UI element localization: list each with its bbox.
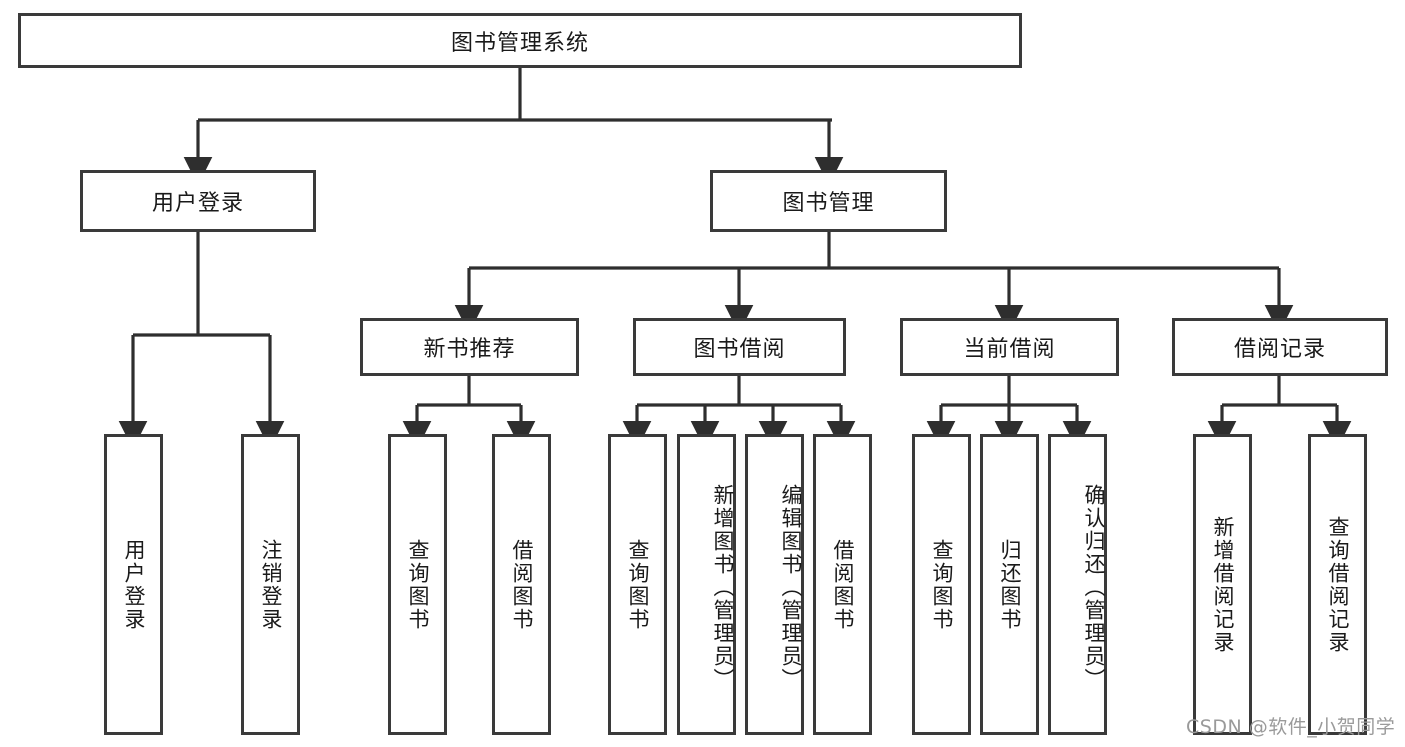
- leaf-borrow-record-query-record[interactable]: 查询借阅记录: [1308, 434, 1367, 735]
- node-label: 图书管理系统: [450, 30, 589, 56]
- node-label: 借阅图书: [831, 538, 855, 631]
- node-label: 确认归还（管理员）: [1082, 484, 1106, 691]
- node-label: 图书借阅: [693, 337, 786, 362]
- node-label: 查询借阅记录: [1326, 515, 1350, 654]
- node-book-management[interactable]: 图书管理: [710, 170, 947, 232]
- node-label: 归还图书: [998, 538, 1022, 631]
- leaf-new-book-query-book[interactable]: 查询图书: [388, 434, 447, 735]
- node-label: 查询图书: [626, 538, 650, 631]
- node-current-borrow[interactable]: 当前借阅: [900, 318, 1119, 376]
- leaf-book-borrow-edit-book-admin[interactable]: 编辑图书（管理员）: [745, 434, 804, 735]
- node-label: 新增图书（管理员）: [711, 484, 735, 691]
- leaf-user-login-logout[interactable]: 注销登录: [241, 434, 300, 735]
- node-user-login[interactable]: 用户登录: [80, 170, 316, 232]
- node-label: 借阅记录: [1233, 337, 1326, 362]
- watermark-csdn: CSDN @软件_小贺同学: [1186, 716, 1396, 738]
- node-label: 注销登录: [259, 538, 283, 631]
- node-label: 编辑图书（管理员）: [779, 484, 803, 691]
- node-label: 用户登录: [122, 538, 146, 631]
- node-label: 当前借阅: [963, 337, 1056, 362]
- node-root-book-management-system[interactable]: 图书管理系统: [18, 13, 1022, 68]
- node-label: 新增借阅记录: [1211, 515, 1235, 654]
- leaf-book-borrow-add-book-admin[interactable]: 新增图书（管理员）: [677, 434, 736, 735]
- leaf-user-login-login[interactable]: 用户登录: [104, 434, 163, 735]
- leaf-current-borrow-query-book[interactable]: 查询图书: [912, 434, 971, 735]
- leaf-book-borrow-borrow-book[interactable]: 借阅图书: [813, 434, 872, 735]
- node-borrow-record[interactable]: 借阅记录: [1172, 318, 1388, 376]
- node-label: 查询图书: [406, 538, 430, 631]
- leaf-new-book-borrow-book[interactable]: 借阅图书: [492, 434, 551, 735]
- node-book-borrow[interactable]: 图书借阅: [633, 318, 846, 376]
- leaf-book-borrow-query-book[interactable]: 查询图书: [608, 434, 667, 735]
- node-label: 用户登录: [151, 191, 244, 216]
- node-label: 查询图书: [930, 538, 954, 631]
- leaf-current-borrow-return-book[interactable]: 归还图书: [980, 434, 1039, 735]
- leaf-borrow-record-add-record[interactable]: 新增借阅记录: [1193, 434, 1252, 735]
- leaf-current-borrow-confirm-return-admin[interactable]: 确认归还（管理员）: [1048, 434, 1107, 735]
- node-label: 新书推荐: [423, 337, 516, 362]
- node-label: 借阅图书: [510, 538, 534, 631]
- node-label: 图书管理: [782, 191, 875, 216]
- node-new-book-recommend[interactable]: 新书推荐: [360, 318, 579, 376]
